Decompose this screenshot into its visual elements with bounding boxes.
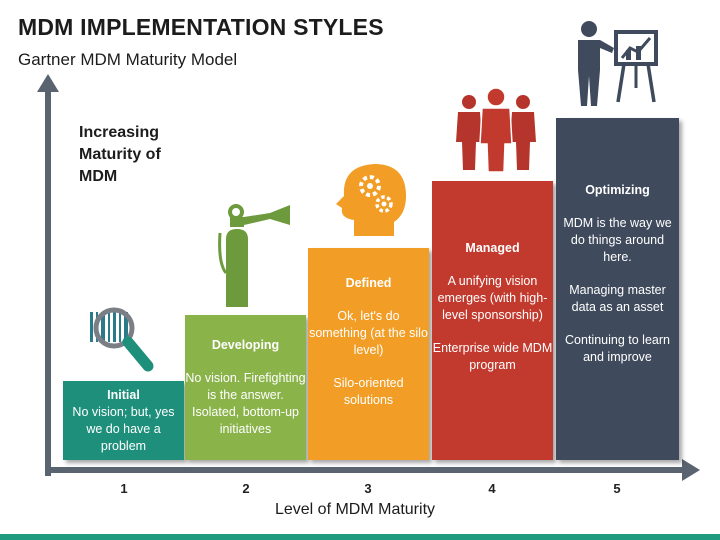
- x-axis-label: Level of MDM Maturity: [274, 501, 436, 518]
- step-optimizing-desc2: Managing master data as an asset: [569, 283, 666, 314]
- step-developing-desc: No vision. Firefighting is the answer. I…: [185, 371, 306, 436]
- step-initial: Initial No vision; but, yes we do have a…: [63, 381, 184, 460]
- step-managed-desc: A unifying vision emerges (with high-lev…: [437, 274, 548, 322]
- footer-accent-bar: [0, 534, 720, 540]
- presenter-chart-icon: [578, 21, 658, 106]
- step-optimizing-name: Optimizing: [585, 183, 650, 197]
- step-initial-desc: No vision; but, yes we do have a problem: [72, 405, 175, 453]
- step-initial-name: Initial: [107, 388, 140, 402]
- fire-extinguisher-icon: [218, 204, 290, 307]
- people-group-icon: [456, 87, 536, 173]
- level-tick-4: 4: [488, 481, 496, 496]
- page-subtitle: Gartner MDM Maturity Model: [18, 50, 238, 69]
- head-gears-icon: [336, 164, 406, 236]
- step-defined-desc2: Silo-oriented solutions: [333, 376, 404, 407]
- y-axis-arrow-icon: [37, 74, 59, 92]
- step-defined: Defined Ok, let's do something (at the s…: [308, 248, 429, 460]
- step-defined-desc: Ok, let's do something (at the silo leve…: [309, 309, 428, 357]
- step-managed-name: Managed: [465, 241, 520, 255]
- step-managed: Managed A unifying vision emerges (with …: [432, 181, 553, 460]
- step-optimizing: Optimizing MDM is the way we do things a…: [556, 118, 679, 460]
- step-optimizing-desc3: Continuing to learn and improve: [565, 333, 670, 364]
- step-managed-desc2: Enterprise wide MDM program: [432, 341, 553, 372]
- step-developing-name: Developing: [211, 338, 280, 352]
- level-tick-2: 2: [242, 481, 250, 496]
- level-tick-3: 3: [364, 481, 372, 496]
- step-defined-name: Defined: [345, 276, 392, 290]
- y-axis-label: Increasing Maturity of MDM: [79, 124, 161, 185]
- step-developing: Developing No vision. Firefighting is th…: [185, 315, 306, 460]
- magnifier-barcode-icon: [90, 307, 154, 372]
- x-axis-arrow-icon: [682, 459, 700, 481]
- step-optimizing-desc: MDM is the way we do things around here.: [563, 216, 672, 264]
- level-tick-1: 1: [120, 481, 128, 496]
- page-title: MDM IMPLEMENTATION STYLES: [18, 14, 384, 40]
- level-tick-5: 5: [613, 481, 621, 496]
